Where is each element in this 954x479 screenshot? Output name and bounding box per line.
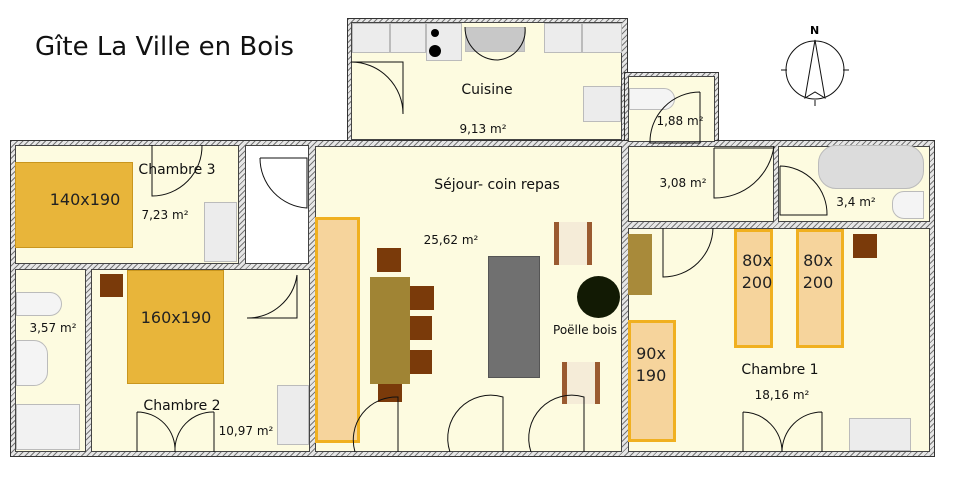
nightstand — [853, 234, 877, 258]
door-wc-top — [649, 91, 701, 144]
wc-left-area: 3,57 m² — [29, 321, 77, 335]
bed-label-line: 200 — [741, 273, 773, 292]
plan-title: Gîte La Ville en Bois — [35, 32, 294, 62]
bed-160x190-label: 160x190 — [140, 308, 212, 327]
kitchen-counter — [390, 23, 426, 53]
compass-icon — [781, 39, 849, 106]
door-chambre-2 — [246, 274, 298, 319]
sejour-label: Séjour- coin repas — [434, 177, 560, 193]
chambre-1-label: Chambre 1 — [741, 362, 819, 378]
kitchen-counter — [352, 23, 390, 53]
chambre-3-area: 7,23 m² — [141, 208, 189, 222]
washbasin — [16, 340, 48, 386]
bed-80x200-b — [796, 229, 844, 348]
sofa-bed — [315, 217, 360, 443]
shower — [16, 404, 80, 450]
door-sejour-3 — [528, 394, 585, 453]
bed-90x190 — [628, 320, 676, 442]
sejour-area: 25,62 m² — [423, 233, 479, 247]
bed-label-line: 90x — [636, 344, 666, 363]
room-chambre-1 — [628, 228, 930, 452]
bathroom-area: 3,4 m² — [836, 195, 876, 209]
chair — [410, 316, 432, 340]
armchair — [562, 362, 600, 404]
door-kitchen — [350, 61, 404, 115]
door-chambre-2-double — [136, 411, 215, 453]
door-sejour-2 — [447, 394, 504, 453]
room-closet — [245, 145, 309, 264]
door-hall — [713, 145, 775, 199]
wood-stove — [577, 276, 620, 318]
dresser — [628, 234, 652, 295]
bed-label-line: 190 — [635, 366, 667, 385]
cuisine-label: Cuisine — [461, 82, 513, 98]
wardrobe — [849, 418, 911, 451]
wardrobe — [204, 202, 237, 262]
burner-icon — [429, 45, 441, 57]
sofa — [488, 256, 540, 378]
bed-label-line: 80x — [742, 251, 772, 270]
chair — [410, 286, 434, 310]
door-kitchen-window — [464, 26, 526, 61]
chambre-2-area: 10,97 m² — [218, 424, 274, 438]
chambre-1-area: 18,16 m² — [754, 388, 810, 402]
bed-label-line: 80x — [803, 251, 833, 270]
door-bathroom — [779, 165, 828, 216]
dining-table — [370, 277, 410, 384]
bed-160x190 — [127, 270, 224, 384]
bed-label-line: 200 — [802, 273, 834, 292]
door-chambre-1-double — [742, 411, 823, 453]
chambre-2-label: Chambre 2 — [143, 398, 221, 414]
chambre-3-label: Chambre 3 — [138, 162, 216, 178]
wardrobe — [277, 385, 309, 445]
kitchen-counter — [544, 23, 582, 53]
compass-north-label: N — [810, 24, 820, 37]
armchair — [554, 222, 592, 265]
door-sejour-1 — [352, 396, 399, 453]
sink — [465, 27, 525, 52]
bed-140x190 — [15, 162, 133, 248]
door-chambre-1 — [662, 227, 714, 278]
chair — [377, 248, 401, 272]
fridge — [583, 86, 621, 122]
bed-80x200-a — [734, 229, 773, 348]
bathtub — [818, 145, 924, 189]
kitchen-counter — [582, 23, 622, 53]
toilet — [16, 292, 62, 316]
wc-top-area: 1,88 m² — [656, 114, 704, 128]
cuisine-area: 9,13 m² — [459, 122, 507, 136]
nightstand — [100, 274, 123, 297]
bed-140x190-label: 140x190 — [49, 190, 121, 209]
door-closet — [259, 157, 308, 209]
washbasin — [892, 191, 924, 219]
stove-label: Poëlle bois — [553, 323, 617, 337]
hall-area: 3,08 m² — [659, 176, 707, 190]
door-chambre-3 — [151, 144, 203, 197]
chair — [410, 350, 432, 374]
room-hall — [628, 146, 774, 222]
chair — [378, 384, 402, 402]
burner-icon — [431, 29, 439, 37]
